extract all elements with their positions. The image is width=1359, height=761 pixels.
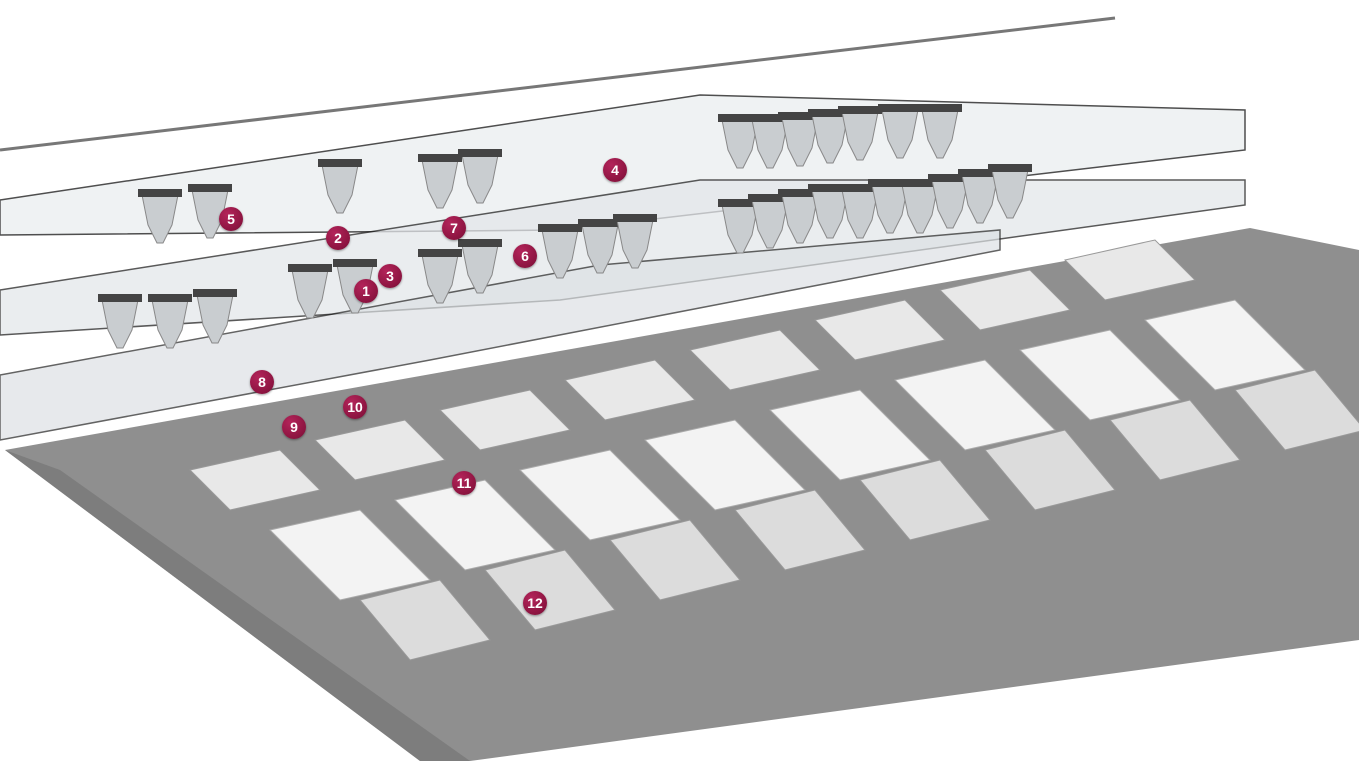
marker-2[interactable]: 2: [326, 226, 350, 250]
production-line: [189, 449, 491, 661]
hopper: [188, 184, 232, 239]
hopper: [538, 224, 582, 279]
hopper: [193, 289, 237, 344]
hopper: [418, 154, 462, 209]
hopper: [458, 239, 502, 294]
hopper: [318, 159, 362, 214]
marker-1[interactable]: 1: [354, 279, 378, 303]
hopper: [613, 214, 657, 269]
production-line: [814, 299, 1116, 511]
production-line: [564, 359, 866, 571]
production-line: [939, 269, 1241, 481]
marker-12[interactable]: 12: [523, 591, 547, 615]
production-line: [1064, 239, 1359, 451]
marker-5[interactable]: 5: [219, 207, 243, 231]
hopper-group: [98, 104, 1032, 349]
floor-shadow: [5, 450, 470, 761]
marker-11[interactable]: 11: [452, 471, 476, 495]
production-line: [314, 419, 616, 631]
marker-4[interactable]: 4: [603, 158, 627, 182]
hopper: [148, 294, 192, 349]
hopper: [458, 149, 502, 204]
hopper: [918, 104, 962, 159]
marker-8[interactable]: 8: [250, 370, 274, 394]
production-lines: [189, 239, 1359, 661]
ceiling-line: [0, 16, 1116, 152]
marker-7[interactable]: 7: [442, 216, 466, 240]
production-line: [439, 389, 741, 601]
hopper: [138, 189, 182, 244]
hopper: [418, 249, 462, 304]
marker-10[interactable]: 10: [343, 395, 367, 419]
hopper: [98, 294, 142, 349]
production-line: [689, 329, 991, 541]
factory-floor: [5, 228, 1359, 761]
hopper: [288, 264, 332, 319]
hopper: [988, 164, 1032, 219]
marker-9[interactable]: 9: [282, 415, 306, 439]
marker-3[interactable]: 3: [378, 264, 402, 288]
marker-6[interactable]: 6: [513, 244, 537, 268]
